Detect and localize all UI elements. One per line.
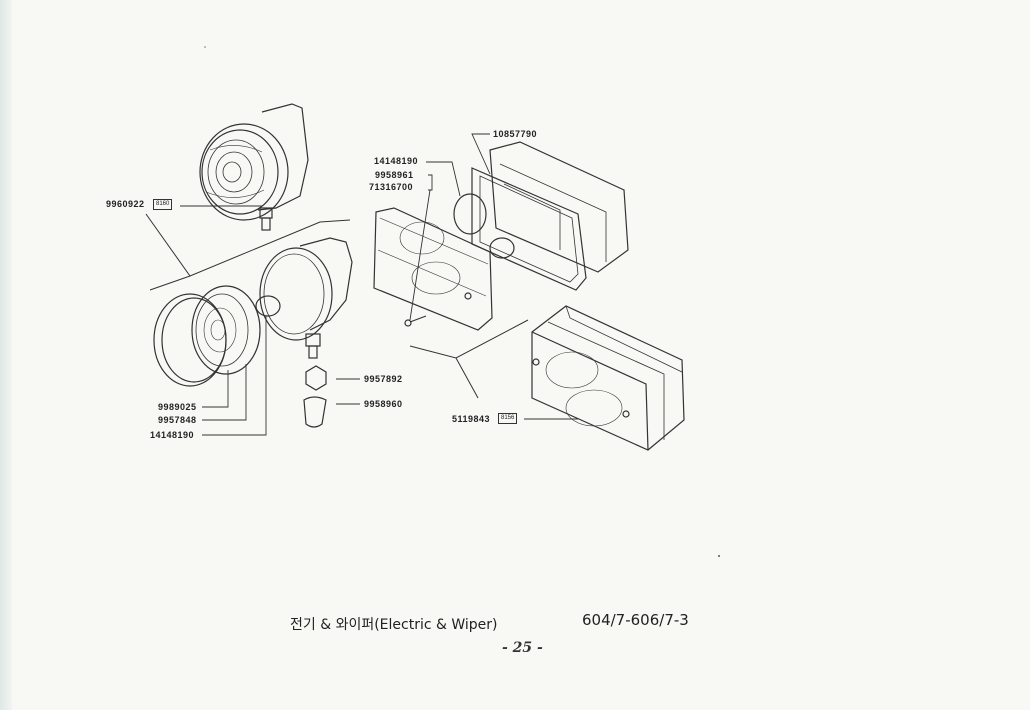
leader-lines-right: [409, 133, 491, 321]
part-number-label: 9957848: [158, 415, 197, 425]
part-number-label: 9989025: [158, 402, 197, 412]
page-edge-shadow: [0, 0, 12, 710]
leader-lines-left: [180, 205, 360, 436]
part-number-label: 9960922: [106, 199, 145, 209]
work-lamp-exploded: [153, 237, 353, 428]
work-lamp-assembled: [199, 103, 309, 231]
part-number-label: 9958961: [375, 170, 414, 180]
rect-lamp-assembled: [531, 305, 685, 451]
page-number: - 25 -: [502, 640, 543, 656]
part-number-label: 5119843: [452, 414, 491, 424]
part-number-label: 9957892: [364, 374, 403, 384]
ref-box: 8160: [153, 199, 173, 210]
part-number-label: 14148190: [150, 430, 195, 440]
part-number-label: 71316700: [369, 182, 414, 192]
group-bracket-left: [145, 213, 351, 277]
part-number-label: 9958960: [364, 399, 403, 409]
model-code: 604/7-606/7-3: [582, 611, 689, 629]
ref-box: 8156: [498, 413, 518, 424]
section-title: 전기 & 와이퍼(Electric & Wiper): [290, 617, 498, 633]
group-bracket-right: [409, 319, 529, 359]
part-number-label: 14148190: [374, 156, 419, 166]
rect-lamp-exploded: [373, 141, 629, 331]
part-number-label: 10857790: [493, 129, 538, 139]
